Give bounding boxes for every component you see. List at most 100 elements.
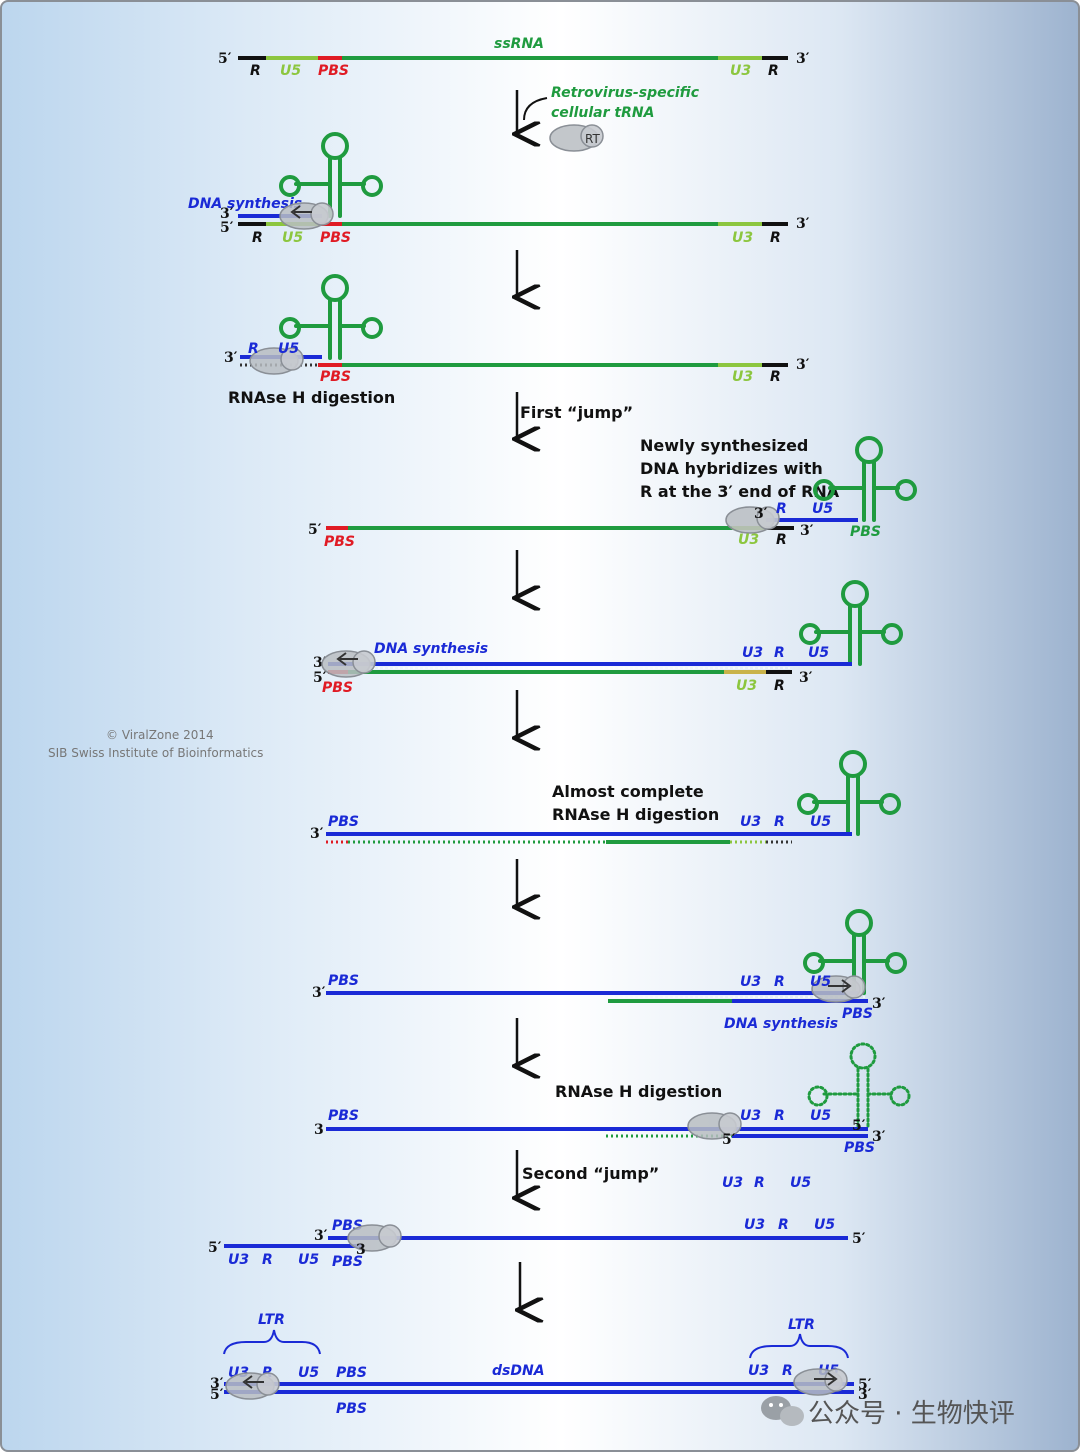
five-prime-end: 5′ xyxy=(220,220,234,236)
three-prime-end: 3′ xyxy=(796,51,810,67)
five-prime-end: 5′ xyxy=(852,1118,866,1134)
three-prime-end: 3′ xyxy=(312,985,326,1001)
five-prime-end: 5′ xyxy=(722,1132,736,1148)
r-region-label: R xyxy=(774,814,785,830)
hybrid-caption-line1: Newly synthesized xyxy=(640,436,808,455)
ltr-brace-left xyxy=(223,1329,321,1355)
u3-region-label: U3 xyxy=(732,230,753,246)
r-region-label: R xyxy=(768,63,779,79)
first-jump-label: First “jump” xyxy=(520,403,633,422)
row-second-jump: PBS 3′ 5′ 3 U3 R U5 5′ U3 R U5 PBS xyxy=(208,1217,866,1270)
u5-region-label: U5 xyxy=(790,1175,811,1191)
five-prime-end: 5′ xyxy=(210,1387,224,1403)
u5-region-label: U5 xyxy=(810,974,831,990)
row-dna-synthesis-3: PBS 3′ U3 R U5 3′ PBS DNA synthesis xyxy=(312,909,907,1032)
three-prime-end: 3′ xyxy=(800,523,814,539)
five-prime-end: 5′ xyxy=(308,522,322,538)
three-prime-end: 3′ xyxy=(314,1228,328,1244)
u3-region-label: U3 xyxy=(730,63,751,79)
three-prime-end: 3′ xyxy=(796,216,810,232)
u3-region-label: U3 xyxy=(742,645,763,661)
r-region-label: R xyxy=(770,230,781,246)
reverse-transcriptase-icon xyxy=(321,650,376,678)
row-ssrna: ssRNA 5′ 3′ R U5 PBS U3 R xyxy=(218,36,810,79)
three-prime-end: 3′ xyxy=(872,996,886,1012)
ltr-label-left: LTR xyxy=(258,1312,285,1328)
five-prime-end: 5′ xyxy=(208,1240,222,1256)
five-prime-end: 5′ xyxy=(852,1231,866,1247)
trna-label-line1: Retrovirus-specific xyxy=(551,85,700,101)
three-prime-end: 3′ xyxy=(858,1387,872,1403)
r-region-label: R xyxy=(754,1175,765,1191)
u3-region-label: U3 xyxy=(748,1363,769,1379)
u3-region-label: U3 xyxy=(740,974,761,990)
row-dna-synthesis-1: DNA synthesis 3′ 5′ 3′ R U5 PBS U3 R xyxy=(188,132,810,246)
r-region-label: R xyxy=(252,230,263,246)
u5-region-label: U5 xyxy=(282,230,303,246)
row-rnase-h-2: RNAse H digestion PBS 3 U3 R U5 5′ 5′ 3′… xyxy=(314,1042,911,1156)
trna-label-line2: cellular tRNA xyxy=(551,105,654,121)
u5-region-label: U5 xyxy=(298,1365,319,1381)
pbs-region-label: PBS xyxy=(328,1108,359,1124)
u3-region-label: U3 xyxy=(228,1252,249,1268)
almost-caption-line2: RNAse H digestion xyxy=(552,805,719,824)
r-region-label: R xyxy=(770,369,781,385)
rt-label: RT xyxy=(585,132,600,146)
u3-region-label: U3 xyxy=(740,814,761,830)
reverse-transcriptase-icon xyxy=(793,1368,848,1396)
pbs-region-label: PBS xyxy=(842,1006,873,1022)
r-region-label: R xyxy=(262,1252,273,1268)
u3-region-label: U3 xyxy=(740,1108,761,1124)
r-region-label: R xyxy=(774,645,785,661)
u3-region-label: U3 xyxy=(744,1217,765,1233)
pbs-region-label: PBS xyxy=(328,973,359,989)
almost-caption-line1: Almost complete xyxy=(552,782,704,801)
hybrid-caption-line2: DNA hybridizes with xyxy=(640,459,823,478)
r-region-label: R xyxy=(774,1108,785,1124)
pbs-region-label: PBS xyxy=(320,369,351,385)
pbs-region-label: PBS xyxy=(336,1401,367,1417)
r-region-label: R xyxy=(774,678,785,694)
three-prime-end: 3′ xyxy=(210,1376,224,1392)
ltr-label-right: LTR xyxy=(788,1317,815,1333)
u5-region-label: U5 xyxy=(278,341,299,357)
wechat-icon xyxy=(761,1396,804,1426)
row-rnase-h-1: 3′ R U5 3′ PBS U3 R RNAse H digestion xyxy=(224,274,810,407)
three-prime-end: 3′ xyxy=(754,506,768,522)
reverse-transcriptase-icon xyxy=(225,1372,280,1400)
u5-region-label: U5 xyxy=(812,501,833,517)
u3-region-label: U3 xyxy=(736,678,757,694)
u5-region-label: U5 xyxy=(814,1217,835,1233)
row-dsdna: LTR LTR dsDNA U3 R U5 PBS U3 R U5 3′ 5′ … xyxy=(210,1312,872,1417)
pbs-region-label: PBS xyxy=(320,230,351,246)
three-prime-end: 3′ xyxy=(310,826,324,842)
reverse-transcriptase-icon xyxy=(279,202,334,230)
u5-region-label: U5 xyxy=(280,63,301,79)
watermark-text: 公众号 · 生物快评 xyxy=(808,1399,1015,1429)
pbs-region-label: PBS xyxy=(322,680,353,696)
u3-region-label: U3 xyxy=(722,1175,743,1191)
r-region-label: R xyxy=(774,974,785,990)
three-prime-end: 3′ xyxy=(872,1129,886,1145)
five-prime-end: 5′ xyxy=(313,670,327,686)
r-region-label: R xyxy=(776,532,787,548)
u5-region-label: U5 xyxy=(810,1108,831,1124)
hybrid-caption-line3: R at the 3′ end of RNA xyxy=(640,482,840,501)
ltr-brace-right xyxy=(749,1333,849,1359)
pbs-region-label: PBS xyxy=(332,1254,363,1270)
dna-synthesis-label: DNA synthesis xyxy=(374,641,488,657)
pbs-region-label: PBS xyxy=(318,63,349,79)
second-jump-label: Second “jump” xyxy=(522,1164,659,1183)
watermark: 公众号 · 生物快评 xyxy=(761,1396,1015,1429)
ssrna-label: ssRNA xyxy=(494,36,544,52)
credit-line1: © ViralZone 2014 xyxy=(106,728,214,742)
r-region-label: R xyxy=(250,63,261,79)
r-region-label: R xyxy=(248,341,259,357)
pbs-region-label: PBS xyxy=(850,524,881,540)
r-region-label: R xyxy=(778,1217,789,1233)
dna-synthesis-label: DNA synthesis xyxy=(724,1016,838,1032)
pbs-region-label: PBS xyxy=(844,1140,875,1156)
u3-region-label: U3 xyxy=(738,532,759,548)
